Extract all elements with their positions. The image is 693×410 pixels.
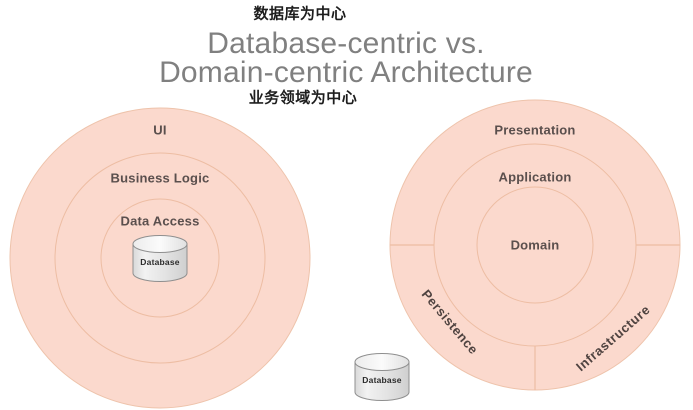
label-business-logic: Business Logic [110, 170, 210, 186]
label-data-access: Data Access [120, 213, 200, 229]
bottom-database-label: Database [362, 375, 402, 385]
label-presentation: Presentation [494, 122, 576, 138]
label-ui: UI [153, 122, 167, 138]
label-domain: Domain [510, 237, 560, 253]
title-line-2: Domain-centric Architecture [159, 56, 533, 89]
label-application: Application [498, 169, 572, 185]
annotation-domain-centric: 业务领域为中心 [248, 89, 358, 107]
title-line-1: Database-centric vs. [207, 27, 485, 60]
left-database-cylinder [132, 235, 188, 282]
bottom-database-cylinder [354, 353, 410, 401]
right-ring-domain [476, 186, 594, 304]
right-circle-group [389, 99, 681, 391]
annotation-database-centric: 数据库为中心 [253, 5, 347, 23]
left-database-label: Database [140, 257, 180, 267]
